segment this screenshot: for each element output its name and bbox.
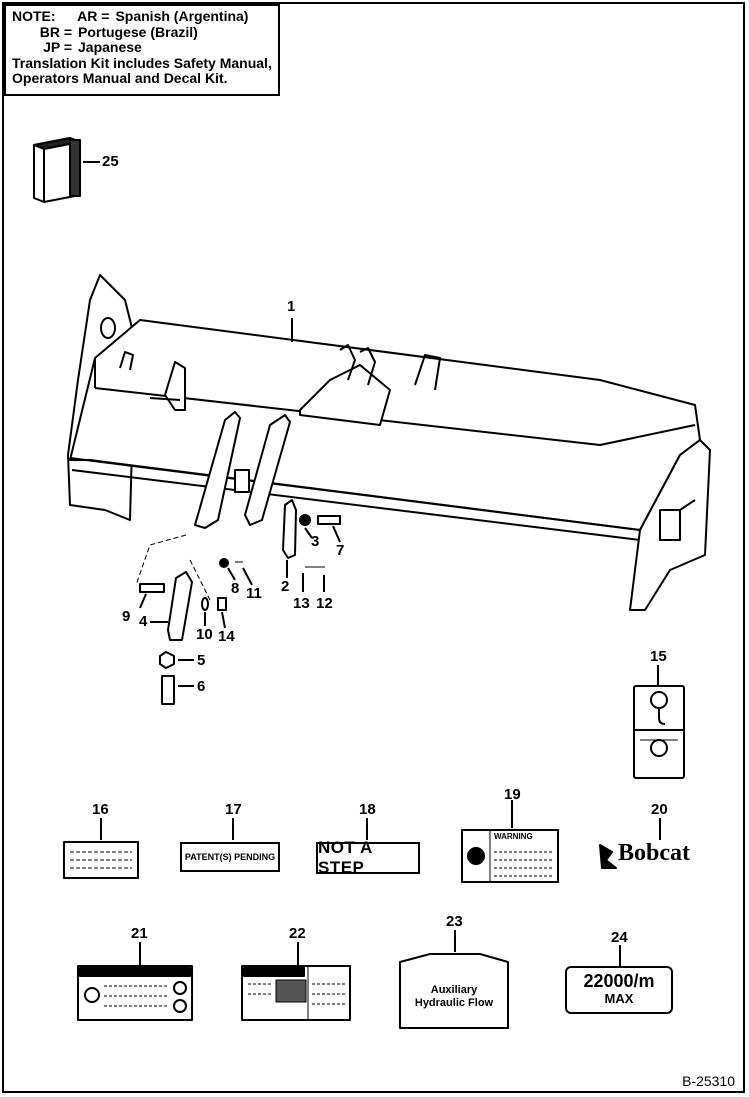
decal-18-text: NOT A STEP <box>318 838 373 877</box>
bolt-6-icon <box>161 675 175 705</box>
not-a-step-decal: NOT A STEP <box>316 838 420 877</box>
callout-17: 17 <box>225 801 242 818</box>
decal-17-text: PATENT(S) PENDING <box>184 852 276 862</box>
note-row-br: BR = Portugese (Brazil) <box>12 23 272 41</box>
note-line-1: Translation Kit includes Safety Manual, <box>12 54 272 71</box>
callout-25: 25 <box>102 153 119 170</box>
warning-decal-21 <box>77 965 193 1021</box>
callout-20: 20 <box>651 801 668 818</box>
note-row-jp: JP = Japanese <box>12 39 272 56</box>
callout-23: 23 <box>446 913 463 930</box>
note-lang-ar: Spanish (Argentina) <box>115 8 249 24</box>
bobcat-decal-text: Bobcat <box>618 840 690 866</box>
note-row-ar: NOTE: AR = Spanish (Argentina) <box>12 8 272 25</box>
bushing-14-icon <box>217 597 227 611</box>
aux-flow-decal-text: Auxiliary Hydraulic Flow <box>400 984 508 1010</box>
arm-link-part <box>282 499 297 559</box>
decal-24-unit: 0/m <box>623 971 655 991</box>
callout-11: 11 <box>246 585 262 602</box>
callout-1: 1 <box>287 298 296 315</box>
note-code-ar: AR = <box>77 8 110 24</box>
callout-7: 7 <box>336 542 345 559</box>
leader-8 <box>227 567 236 581</box>
note-title: NOTE: <box>12 8 56 24</box>
callout-10: 10 <box>196 626 213 643</box>
decal-23-line-1: Auxiliary <box>430 984 478 996</box>
callout-24: 24 <box>611 929 628 946</box>
figure-number: B-25310 <box>682 1073 735 1089</box>
patent-pending-decal: PATENT(S) PENDING <box>180 842 280 872</box>
washer-10-icon <box>201 597 209 611</box>
rpm-max-decal: 22000/m MAX <box>565 966 673 1014</box>
callout-14: 14 <box>218 628 235 645</box>
callout-13: 13 <box>293 595 310 612</box>
bolt-7-icon <box>317 515 341 525</box>
callout-6: 6 <box>197 678 206 695</box>
note-code-br: BR = <box>39 23 72 40</box>
callout-4: 4 <box>139 613 148 630</box>
leader-3 <box>304 527 313 539</box>
note-line-2: Operators Manual and Decal Kit. <box>12 70 228 86</box>
note-lang-br: Portugese (Brazil) <box>78 23 198 40</box>
callout-3: 3 <box>311 533 320 550</box>
decal-23-line-2: Hydraulic Flow <box>414 997 494 1009</box>
callout-18: 18 <box>359 801 376 818</box>
warning-decal-22 <box>241 965 351 1021</box>
callout-8: 8 <box>231 580 240 597</box>
aux-flow-decal-shape <box>399 953 509 1029</box>
callout-22: 22 <box>289 925 306 942</box>
bolt-9-icon <box>139 583 165 593</box>
pivot-arm-4 <box>167 571 193 641</box>
blade-assembly <box>67 274 711 611</box>
callout-15: 15 <box>650 648 667 665</box>
nut-3-icon <box>299 514 311 526</box>
translation-note: NOTE: AR = Spanish (Argentina) BR = Portug… <box>4 4 280 96</box>
nut-5-icon <box>159 651 175 669</box>
callout-16: 16 <box>92 801 109 818</box>
decal-24-value: 2200 <box>583 971 624 991</box>
callout-19: 19 <box>504 786 521 803</box>
nut-8-icon <box>219 558 229 568</box>
callout-5: 5 <box>197 652 206 669</box>
note-code-jp: JP = <box>43 39 72 55</box>
warning-decal-19 <box>461 829 559 883</box>
decal-24-max: MAX <box>604 991 634 1006</box>
callout-21: 21 <box>131 925 148 942</box>
decal-19-title: WARNING <box>494 832 533 841</box>
callout-9: 9 <box>122 608 131 625</box>
leader-11 <box>242 567 253 586</box>
leader-7 <box>332 525 341 543</box>
callout-12: 12 <box>316 595 333 612</box>
leader-14 <box>221 611 226 629</box>
info-decal-16 <box>63 841 139 879</box>
manual-icon <box>33 137 81 203</box>
callout-2: 2 <box>281 578 290 595</box>
leader-9 <box>139 593 147 609</box>
note-lang-jp: Japanese <box>78 39 142 55</box>
bobcat-logo-icon <box>599 844 617 869</box>
lift-point-decal <box>633 685 685 779</box>
